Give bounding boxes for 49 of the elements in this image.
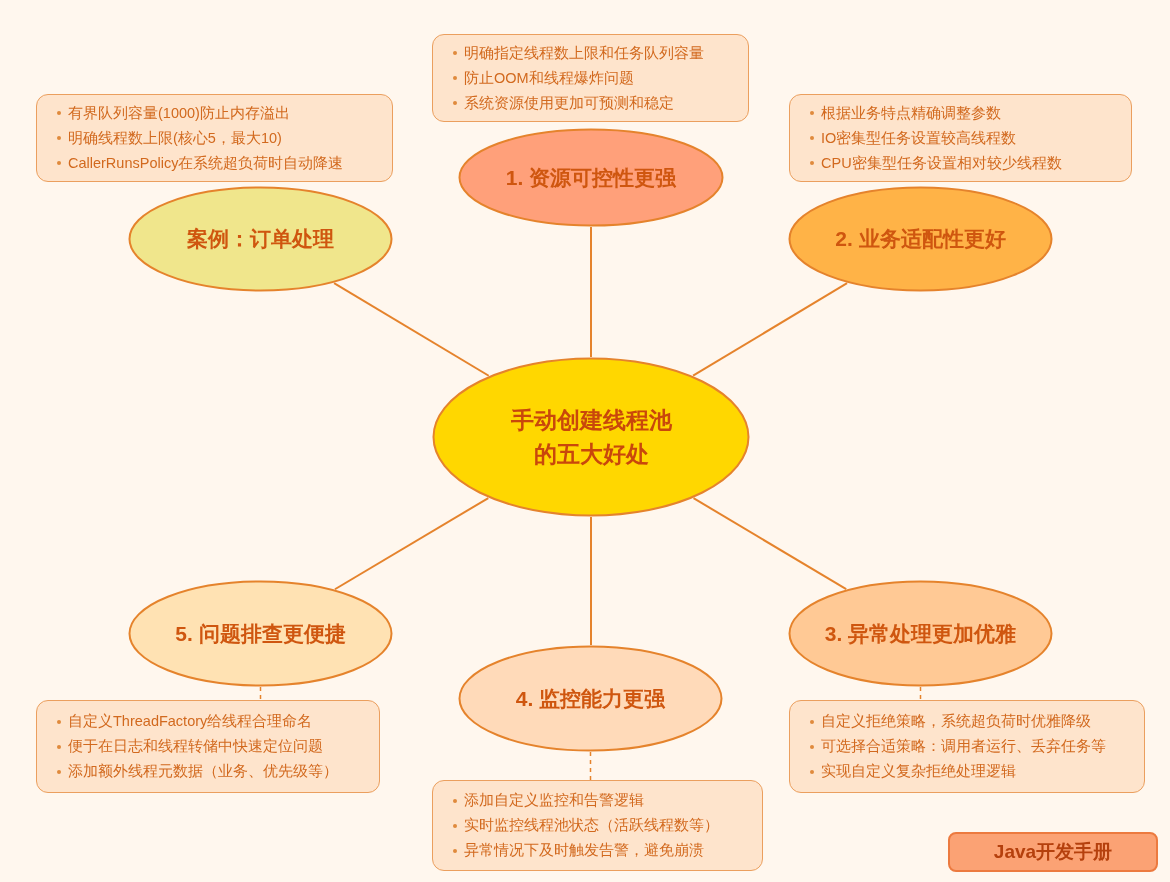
bullet-point: IO密集型任务设置较高线程数 (821, 128, 1017, 148)
bullet-point: 可选择合适策略：调用者运行、丢弃任务等 (821, 737, 1106, 756)
note-box (36, 94, 393, 182)
note-box (36, 700, 380, 793)
topic-ellipse (788, 580, 1053, 687)
note-box (789, 700, 1145, 793)
bullet-point: 防止OOM和线程爆炸问题 (464, 68, 634, 88)
topic-ellipse (458, 128, 724, 227)
bullet-point: 根据业务特点精确调整参数 (821, 103, 1001, 123)
reference-box (948, 832, 1158, 872)
dashed-connector (259, 686, 262, 701)
bullet-point: CallerRunsPolicy在系统超负荷时自动降速 (68, 153, 344, 173)
topic-title: 4. 监控能力更强 (515, 685, 666, 712)
connector-line (333, 497, 490, 591)
bullet-point: CPU密集型任务设置相对较少线程数 (821, 153, 1062, 173)
topic-title: 5. 问题排查更便捷 (175, 620, 346, 647)
connector-line (333, 282, 490, 377)
dashed-connector (589, 751, 592, 781)
note-box (432, 780, 763, 871)
bullet-point: 明确线程数上限(核心5，最大10) (68, 128, 282, 148)
topic-ellipse (788, 186, 1053, 292)
bullet-point: 明确指定线程数上限和任务队列容量 (464, 43, 704, 63)
connector-line (590, 516, 592, 646)
topic-title: 1. 资源可控性更强 (505, 164, 677, 191)
topic-title: 案例：订单处理 (187, 226, 334, 252)
bullet-point: 自定义拒绝策略，系统超负荷时优雅降级 (821, 712, 1091, 731)
connector-line (692, 497, 848, 591)
bullet-point: 实现自定义复杂拒绝处理逻辑 (821, 762, 1016, 781)
central-title: 手动创建线程池的五大好处 (509, 406, 673, 469)
reference-title: Java开发手册 (993, 839, 1113, 864)
bullet-point: 实时监控线程池状态（活跃线程数等） (464, 816, 719, 835)
bullet-point: 系统资源使用更加可预测和稳定 (464, 93, 674, 113)
note-box (432, 34, 749, 122)
bullet-point: 便于在日志和线程转储中快速定位问题 (68, 737, 323, 756)
bullet-point: 自定义ThreadFactory给线程合理命名 (68, 712, 313, 731)
bullet-point: 有界队列容量(1000)防止内存溢出 (68, 103, 290, 123)
topic-ellipse (458, 645, 723, 752)
bullet-point: 异常情况下及时触发告警，避免崩溃 (464, 841, 704, 860)
bullet-point: 添加额外线程元数据（业务、优先级等） (68, 762, 338, 781)
bullet-point: 添加自定义监控和告警逻辑 (464, 791, 644, 810)
topic-title: 2. 业务适配性更好 (835, 226, 1006, 252)
dashed-connector (919, 686, 922, 701)
connector-line (590, 226, 592, 358)
topic-ellipse (128, 186, 393, 292)
note-box (789, 94, 1132, 182)
central-ellipse (432, 357, 750, 517)
topic-ellipse (128, 580, 393, 687)
topic-title: 3. 异常处理更加优雅 (824, 620, 1017, 647)
connector-line (692, 282, 849, 377)
